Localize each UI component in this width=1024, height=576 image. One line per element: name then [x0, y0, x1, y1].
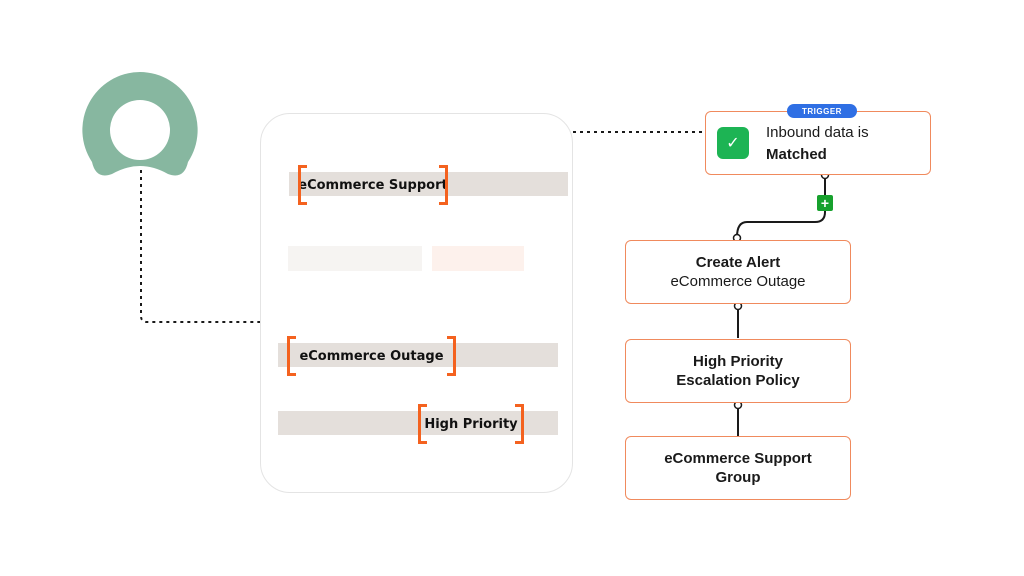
- payload-bar: [289, 172, 568, 196]
- support-label: eCommerce Support: [298, 177, 448, 193]
- brand-logo: [82, 72, 198, 176]
- check-icon: ✓: [717, 127, 749, 159]
- node-line-1: High Priority: [692, 353, 783, 370]
- trigger-to-alert-connector: [736, 175, 826, 238]
- payload-bar-light: [288, 246, 422, 271]
- trigger-line-1: Inbound data is: [766, 124, 869, 141]
- payload-bar: [278, 343, 558, 367]
- trigger-line-2: Matched: [766, 146, 827, 163]
- node-line-2: Group: [715, 469, 761, 486]
- node-line-1: eCommerce Support: [664, 450, 812, 467]
- add-step-button[interactable]: +: [817, 195, 833, 211]
- node-line-2: Escalation Policy: [676, 372, 800, 389]
- logo-to-card-connector: [140, 170, 260, 323]
- trigger-badge: TRIGGER: [787, 104, 857, 118]
- node-subtitle: eCommerce Outage: [670, 273, 806, 290]
- outage-label: eCommerce Outage: [299, 348, 444, 364]
- create-alert-node[interactable]: Create Alert eCommerce Outage: [625, 240, 851, 304]
- outage-highlight: eCommerce Outage: [287, 336, 456, 376]
- trigger-text: Inbound data is Matched: [766, 122, 926, 166]
- plus-icon: +: [820, 195, 830, 211]
- node-title: Create Alert: [695, 254, 781, 271]
- priority-label: High Priority: [424, 416, 518, 432]
- priority-highlight: High Priority: [418, 404, 524, 444]
- escalation-policy-node[interactable]: High Priority Escalation Policy: [625, 339, 851, 403]
- payload-bar-peach: [432, 246, 524, 271]
- support-highlight: eCommerce Support: [298, 165, 448, 205]
- support-group-node[interactable]: eCommerce Support Group: [625, 436, 851, 500]
